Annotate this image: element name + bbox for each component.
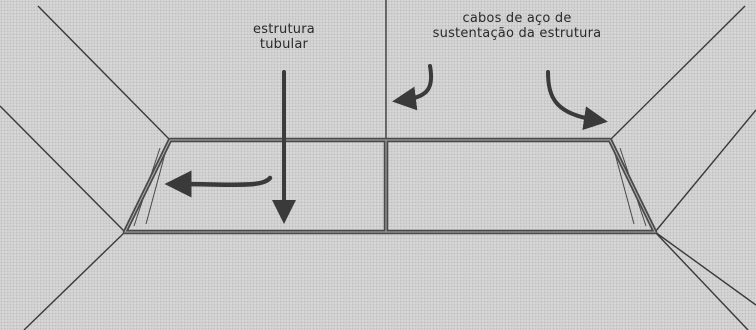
room-edge-bottom-left [23,231,126,330]
tubular-structure-label: estrutura tubular [238,22,330,52]
support-cables-label: cabos de aço de sustentação da estrutura [392,11,642,41]
corner-support-right-b [613,149,635,225]
support-cables-label-line-2: sustentação da estrutura [432,26,602,41]
room-edge-top-left [37,5,171,141]
room-edge-right-lower [654,231,756,306]
tubular-structure-label-line-2: tubular [259,37,309,52]
tubular-structure-label-line-1: estrutura [253,22,315,37]
room-edge-top-right [609,5,746,141]
tubular-arrow-left [164,170,273,198]
corner-support-left-b [145,149,167,225]
room-edge-right-upper [654,109,756,233]
room-edge-left-upper [0,105,126,233]
room-edge-bottom-right [654,231,749,330]
tubular-frame-highlight [124,139,656,233]
cable-arrow-right [546,70,608,131]
cable-arrow-left [392,64,434,111]
support-cables-label-line-1: cabos de aço de [462,11,572,26]
